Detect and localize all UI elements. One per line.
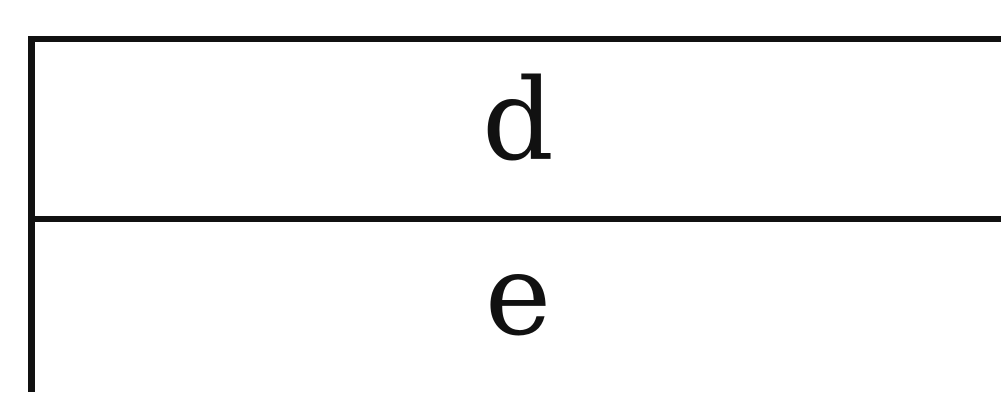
cell-divider [35,216,1001,222]
stack-cell-label: e [484,231,552,361]
stack-cell-e: e [35,222,1001,398]
stack-cell-label: d [482,56,554,186]
stack-diagram: d e [28,36,1001,392]
stack-cell-d: d [35,42,1001,216]
